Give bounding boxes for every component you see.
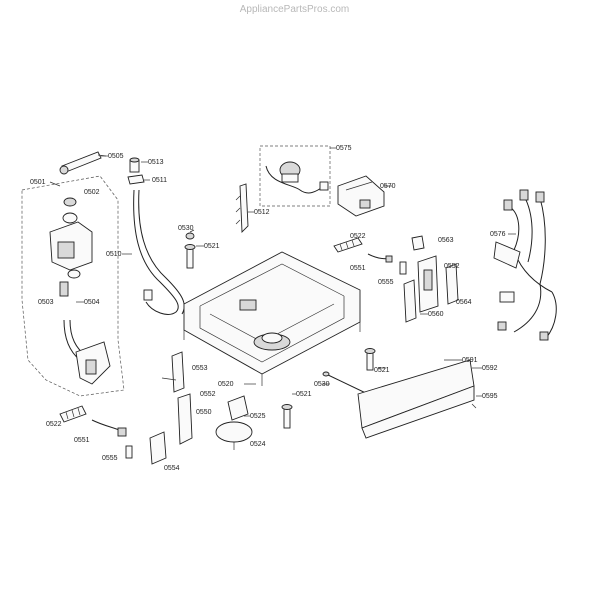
bracket-0512 bbox=[235, 183, 249, 234]
callout-0501: 0501 bbox=[30, 179, 46, 186]
kick-plate-0592 bbox=[357, 359, 477, 439]
control-module-0570 bbox=[337, 175, 385, 217]
callout-0555-top: 0555 bbox=[378, 279, 394, 286]
hinge-group-left bbox=[149, 351, 193, 465]
callout-0524: 0524 bbox=[250, 441, 266, 448]
wiring-harness-0576 bbox=[493, 189, 557, 341]
inlet-valve-group bbox=[21, 151, 125, 397]
pump-assembly-0575 bbox=[259, 145, 331, 207]
callout-0513: 0513 bbox=[148, 159, 164, 166]
callout-0560: 0560 bbox=[428, 311, 444, 318]
callout-0555-bottom: 0555 bbox=[102, 455, 118, 462]
callout-0505: 0505 bbox=[108, 153, 124, 160]
leader-lines bbox=[49, 147, 516, 450]
callout-0575: 0575 bbox=[336, 145, 352, 152]
callout-0525: 0525 bbox=[250, 413, 266, 420]
callout-0576: 0576 bbox=[490, 231, 506, 238]
hinge-group-right bbox=[403, 235, 459, 323]
callout-0553: 0553 bbox=[192, 365, 208, 372]
callout-0552-top: 0552 bbox=[444, 263, 460, 270]
callout-0552-left: 0552 bbox=[200, 391, 216, 398]
callout-0530-mid: 0530 bbox=[314, 381, 330, 388]
callout-0502: 0502 bbox=[84, 189, 100, 196]
callout-0522-top: 0522 bbox=[350, 233, 366, 240]
heater-element-lower bbox=[59, 405, 133, 459]
misc-parts-center bbox=[215, 348, 378, 443]
callout-0592: 0592 bbox=[482, 365, 498, 372]
callout-0521-center: 0521 bbox=[296, 391, 312, 398]
callout-0551-bottom: 0551 bbox=[74, 437, 90, 444]
heater-element-upper bbox=[333, 237, 407, 275]
callout-0595: 0595 bbox=[482, 393, 498, 400]
callout-0554: 0554 bbox=[164, 465, 180, 472]
base-tub-0520 bbox=[183, 251, 361, 386]
callout-0504: 0504 bbox=[84, 299, 100, 306]
callout-0551-top: 0551 bbox=[350, 265, 366, 272]
callout-0512: 0512 bbox=[254, 209, 270, 216]
callout-0520: 0520 bbox=[218, 381, 234, 388]
screw-group-top bbox=[184, 232, 196, 269]
callout-0521-top: 0521 bbox=[204, 243, 220, 250]
callout-0521-right: 0521 bbox=[374, 367, 390, 374]
callout-0522-bottom: 0522 bbox=[46, 421, 62, 428]
callout-0503: 0503 bbox=[38, 299, 54, 306]
callout-labels: 0505 0513 0511 0501 0502 0512 0575 0570 … bbox=[30, 145, 506, 472]
callout-0550: 0550 bbox=[196, 409, 212, 416]
callout-0511: 0511 bbox=[152, 177, 167, 184]
callout-0564: 0564 bbox=[456, 299, 472, 306]
callout-0510: 0510 bbox=[106, 251, 122, 258]
callout-0530-top: 0530 bbox=[178, 225, 194, 232]
watermark-text: AppliancePartsPros.com bbox=[239, 4, 350, 15]
callout-0563: 0563 bbox=[438, 237, 454, 244]
callout-0570: 0570 bbox=[380, 183, 396, 190]
callout-0591: 0591 bbox=[462, 357, 478, 364]
